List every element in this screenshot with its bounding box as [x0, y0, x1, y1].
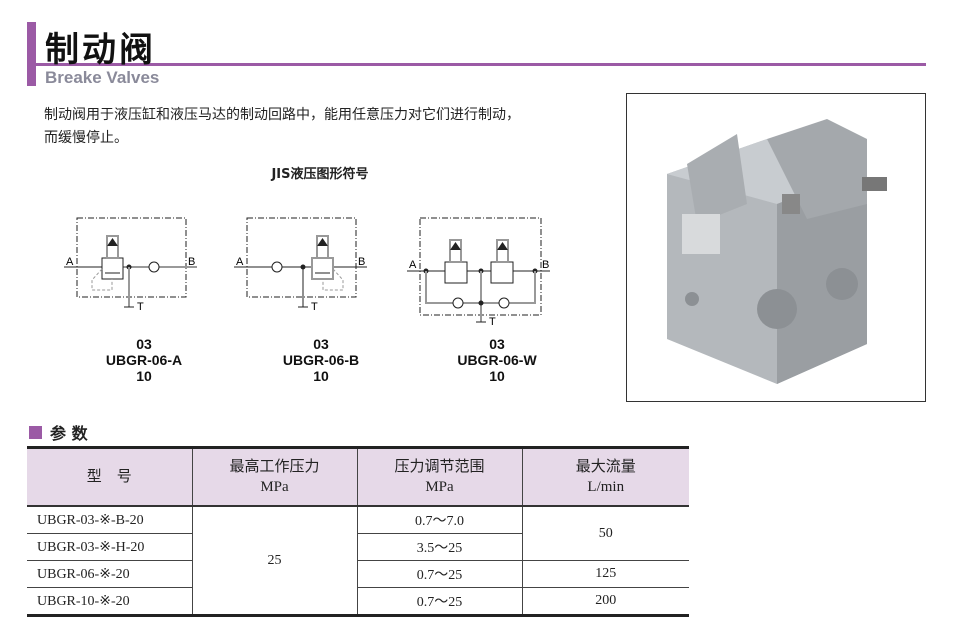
col-model: 型 号: [27, 447, 193, 507]
product-photo: [626, 93, 926, 402]
description-line-2: 而缓慢停止。: [44, 130, 128, 146]
port-b-label: B: [188, 256, 195, 268]
symbol-diagram-a: A B T: [64, 217, 197, 313]
table-row: UBGR-03-※-B-20 25 0.7～7.0 50: [27, 505, 689, 616]
max-pressure-cell: 25: [191, 505, 358, 616]
symbol-diagram-w: A B T: [407, 217, 550, 328]
table-row: UBGR-06-※-20 0.7～25 125: [27, 560, 689, 588]
port-t-label: T: [137, 301, 144, 313]
description-line-1: 制动阀用于液压缸和液压马达的制动回路中，能用任意压力对它们进行制动，: [44, 107, 520, 123]
table-row: UBGR-10-※-20 0.7～25 200: [27, 587, 689, 616]
section-marker-icon: [29, 425, 42, 439]
svg-text:B: B: [542, 259, 549, 271]
params-heading: 参 数: [29, 420, 88, 444]
svg-text:A: A: [236, 256, 244, 268]
page-title: 制动阀: [45, 30, 156, 70]
symbol-diagram-b: A B T: [234, 217, 367, 313]
svg-text:T: T: [311, 301, 318, 313]
title-accent-bar: [27, 22, 36, 86]
title-rule: [36, 63, 926, 66]
symbols-heading: JIS液压图形符号: [271, 167, 369, 182]
svg-text:A: A: [409, 259, 417, 271]
svg-text:B: B: [358, 256, 365, 268]
port-a-label: A: [66, 256, 74, 268]
page-subtitle: Breake Valves: [45, 68, 160, 87]
table-row: UBGR-03-※-H-20 3.5～25: [27, 533, 689, 561]
svg-text:T: T: [489, 316, 496, 328]
